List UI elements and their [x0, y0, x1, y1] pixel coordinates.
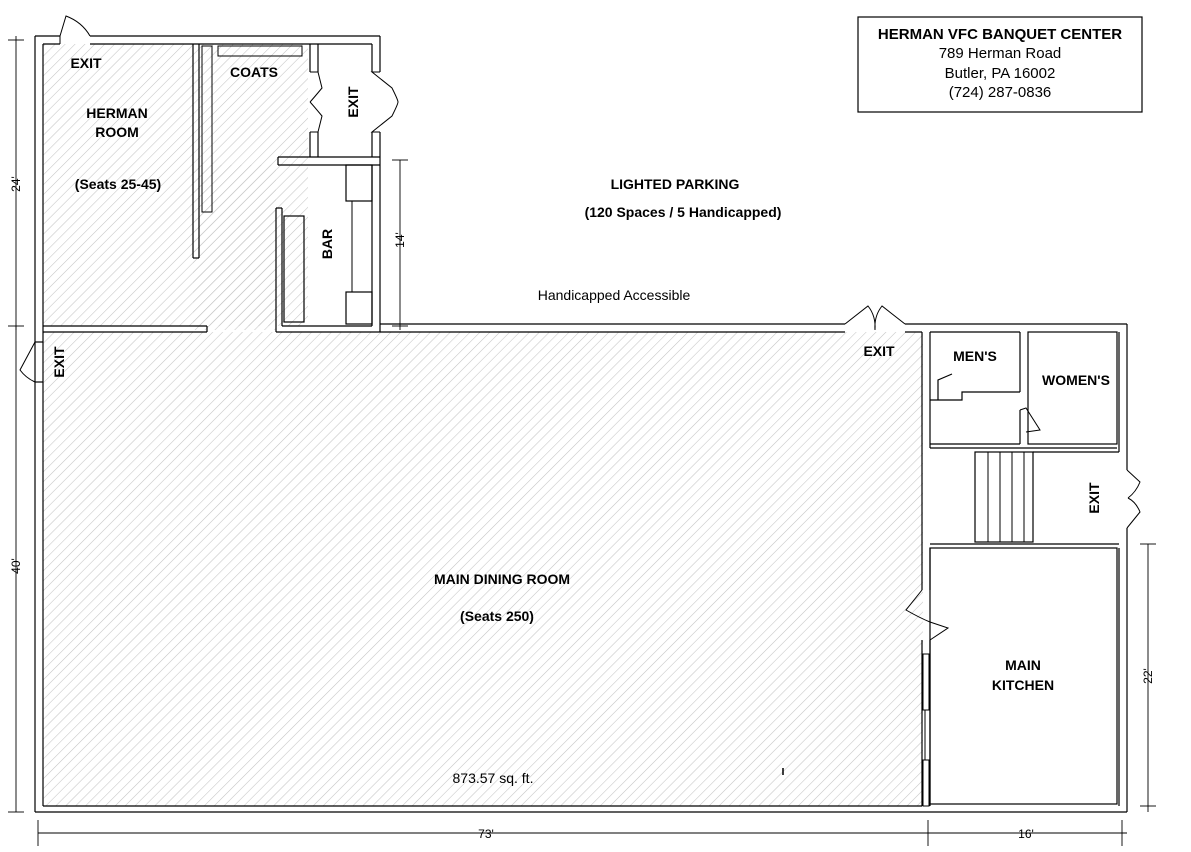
area-label: 873.57 sq. ft. — [453, 770, 534, 786]
herman-seats: (Seats 25-45) — [75, 176, 161, 192]
floor-hatch — [43, 44, 923, 806]
parking-details: (120 Spaces / 5 Handicapped) — [585, 204, 782, 220]
accessible-note: Handicapped Accessible — [538, 287, 691, 303]
east-exit-label: EXIT — [1086, 482, 1102, 514]
doors — [19, 15, 1141, 641]
dimensions — [8, 36, 1156, 846]
title-box — [857, 16, 1143, 113]
dim-herman-height: 24' — [9, 176, 23, 192]
west-exit-label: EXIT — [51, 346, 67, 378]
main-dining-label: MAIN DINING ROOM — [434, 571, 570, 587]
bar-label: BAR — [319, 229, 335, 259]
mens-label: MEN'S — [953, 348, 997, 364]
title-block: HERMAN VFC BANQUET CENTER 789 Herman Roa… — [857, 16, 1143, 113]
dim-bar-height: 14' — [393, 232, 407, 248]
walls — [34, 35, 1128, 813]
coats-exit-label: EXIT — [345, 86, 361, 118]
dim-main-height: 40' — [9, 558, 23, 574]
kitchen-label-1: MAIN — [1005, 657, 1041, 673]
north-exit-label: EXIT — [863, 343, 895, 359]
corridor-floor — [193, 165, 276, 330]
herman-room-label-2: ROOM — [95, 124, 139, 140]
herman-room-floor — [43, 44, 193, 326]
herman-exit-label: EXIT — [70, 55, 102, 71]
coats-label: COATS — [230, 64, 278, 80]
venue-phone: (724) 287-0836 — [949, 84, 1052, 101]
parking-title: LIGHTED PARKING — [611, 176, 740, 192]
herman-room-label-1: HERMAN — [86, 105, 147, 121]
dim-kitchen-height: 22' — [1141, 668, 1155, 684]
main-dining-floor — [43, 332, 923, 806]
kitchen-label-2: KITCHEN — [992, 677, 1054, 693]
venue-name: HERMAN VFC BANQUET CENTER — [878, 26, 1122, 43]
womens-label: WOMEN'S — [1042, 372, 1110, 388]
venue-city: Butler, PA 16002 — [945, 65, 1056, 82]
dim-main-width: 73' — [478, 827, 494, 841]
dim-kitchen-width: 16' — [1018, 827, 1034, 841]
venue-address: 789 Herman Road — [939, 45, 1062, 62]
main-dining-seats: (Seats 250) — [460, 608, 534, 624]
